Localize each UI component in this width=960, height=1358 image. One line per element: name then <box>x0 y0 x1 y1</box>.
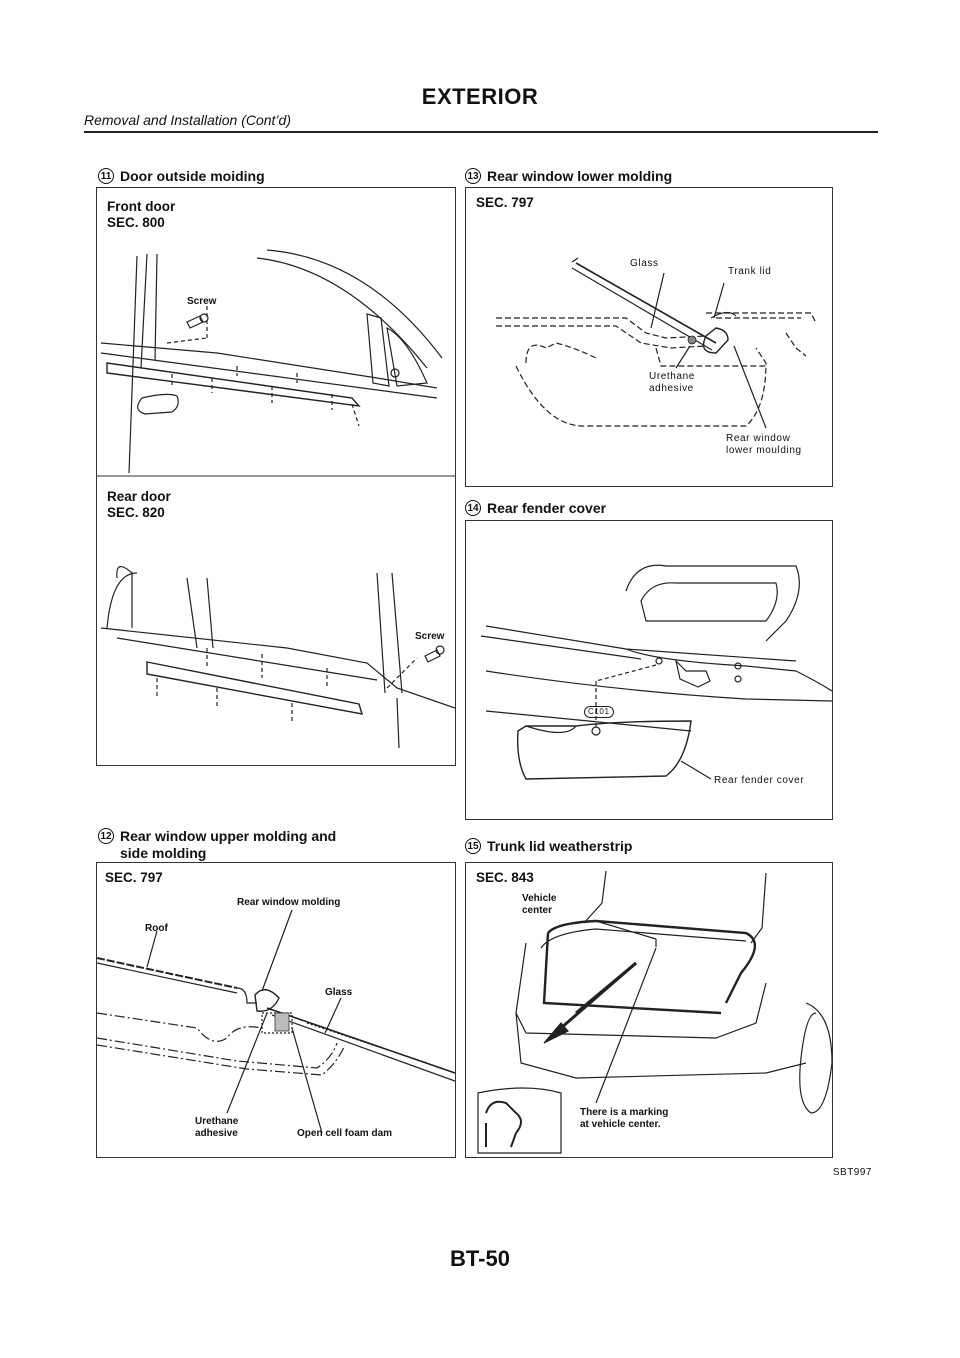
section-number-badge: 11 <box>98 168 114 184</box>
rear-fender-figure: C101 Rear fender cover <box>465 520 833 820</box>
upper-glass-callout: Glass <box>325 987 353 998</box>
lower-moulding-callout: Rear window lower moulding <box>726 433 802 456</box>
page-number: BT-50 <box>450 1246 510 1271</box>
clip-callout: C101 <box>584 706 614 718</box>
trunk-weatherstrip-illustration <box>477 870 832 1154</box>
door-molding-illustration <box>97 249 455 749</box>
section-number-badge: 12 <box>98 828 114 844</box>
vehicle-center-callout: Vehicle center <box>522 893 557 916</box>
section-13-heading: 13 Rear window lower molding <box>465 168 672 185</box>
upper-urethane-callout: Urethane adhesive <box>195 1116 239 1139</box>
section-title: Rear fender cover <box>487 500 607 516</box>
section-11-heading: 11 Door outside moiding <box>98 168 265 185</box>
rear-window-upper-illustration <box>97 909 455 1134</box>
lower-trunk-lid-callout: Trank lid <box>728 266 772 277</box>
section-number-badge: 15 <box>465 838 481 854</box>
section-number-badge: 14 <box>465 500 481 516</box>
rear-door-label: Rear door SEC. 820 <box>107 489 171 520</box>
weatherstrip-sec-label: SEC. 843 <box>476 870 534 885</box>
door-molding-figure: Front door SEC. 800 Screw Rear door SEC.… <box>96 187 456 766</box>
fender-cover-callout: Rear fender cover <box>714 775 805 786</box>
section-title: Trunk lid weatherstrip <box>487 838 633 854</box>
rear-screw-callout: Screw <box>415 631 445 642</box>
upper-sec-label: SEC. 797 <box>105 870 163 885</box>
page-title: EXTERIOR <box>421 84 539 109</box>
trunk-weatherstrip-figure: SEC. 843 Vehicle center There is a marki… <box>465 862 833 1158</box>
upper-foam-dam-callout: Open cell foam dam <box>297 1128 393 1139</box>
section-title: Rear window lower molding <box>487 168 673 184</box>
front-door-label: Front door SEC. 800 <box>107 199 176 230</box>
upper-roof-callout: Roof <box>145 923 168 934</box>
section-number-badge: 13 <box>465 168 481 184</box>
section-title: Door outside moiding <box>120 168 265 184</box>
rear-window-lower-illustration <box>496 257 817 429</box>
lower-sec-label: SEC. 797 <box>476 195 534 210</box>
front-screw-callout: Screw <box>187 296 217 307</box>
figure-code: SBT997 <box>832 1167 872 1178</box>
section-12-heading: 12 Rear window upper molding and side mo… <box>98 828 336 862</box>
section-15-heading: 15 Trunk lid weatherstrip <box>465 838 632 855</box>
lower-glass-callout: Glass <box>630 258 659 269</box>
header-divider <box>84 131 878 133</box>
page-subtitle: Removal and Installation (Cont’d) <box>84 112 291 128</box>
section-title: Rear window upper molding and side moldi… <box>120 828 337 861</box>
lower-urethane-callout: Urethane adhesive <box>649 371 695 394</box>
rear-window-lower-figure: SEC. 797 Glass Trank lid Urethane adhesi… <box>465 187 833 487</box>
marking-note-callout: There is a marking at vehicle center. <box>580 1107 669 1130</box>
section-14-heading: 14 Rear fender cover <box>465 500 606 517</box>
rear-fender-illustration <box>480 564 832 780</box>
upper-rear-window-molding-callout: Rear window molding <box>237 897 341 908</box>
rear-window-upper-figure: SEC. 797 Rear window molding Roof Glass … <box>96 862 456 1158</box>
